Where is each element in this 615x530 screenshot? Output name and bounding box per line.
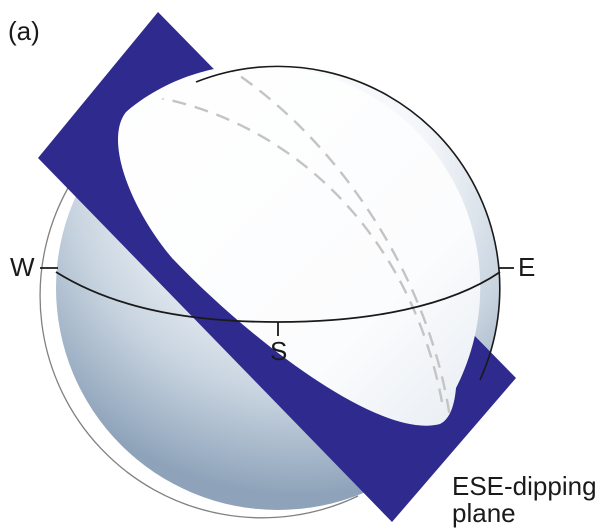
hidden-plane-traces bbox=[149, 66, 452, 419]
sphere-cap bbox=[118, 64, 481, 426]
west-label: W bbox=[10, 252, 35, 282]
south-label: S bbox=[270, 336, 287, 366]
sphere-outline-upper bbox=[195, 65, 501, 381]
east-label: E bbox=[518, 252, 535, 282]
plane-label-line2: plane bbox=[452, 498, 516, 528]
panel-label: (a) bbox=[8, 16, 40, 46]
plane-label-line1: ESE-dipping bbox=[452, 471, 597, 501]
